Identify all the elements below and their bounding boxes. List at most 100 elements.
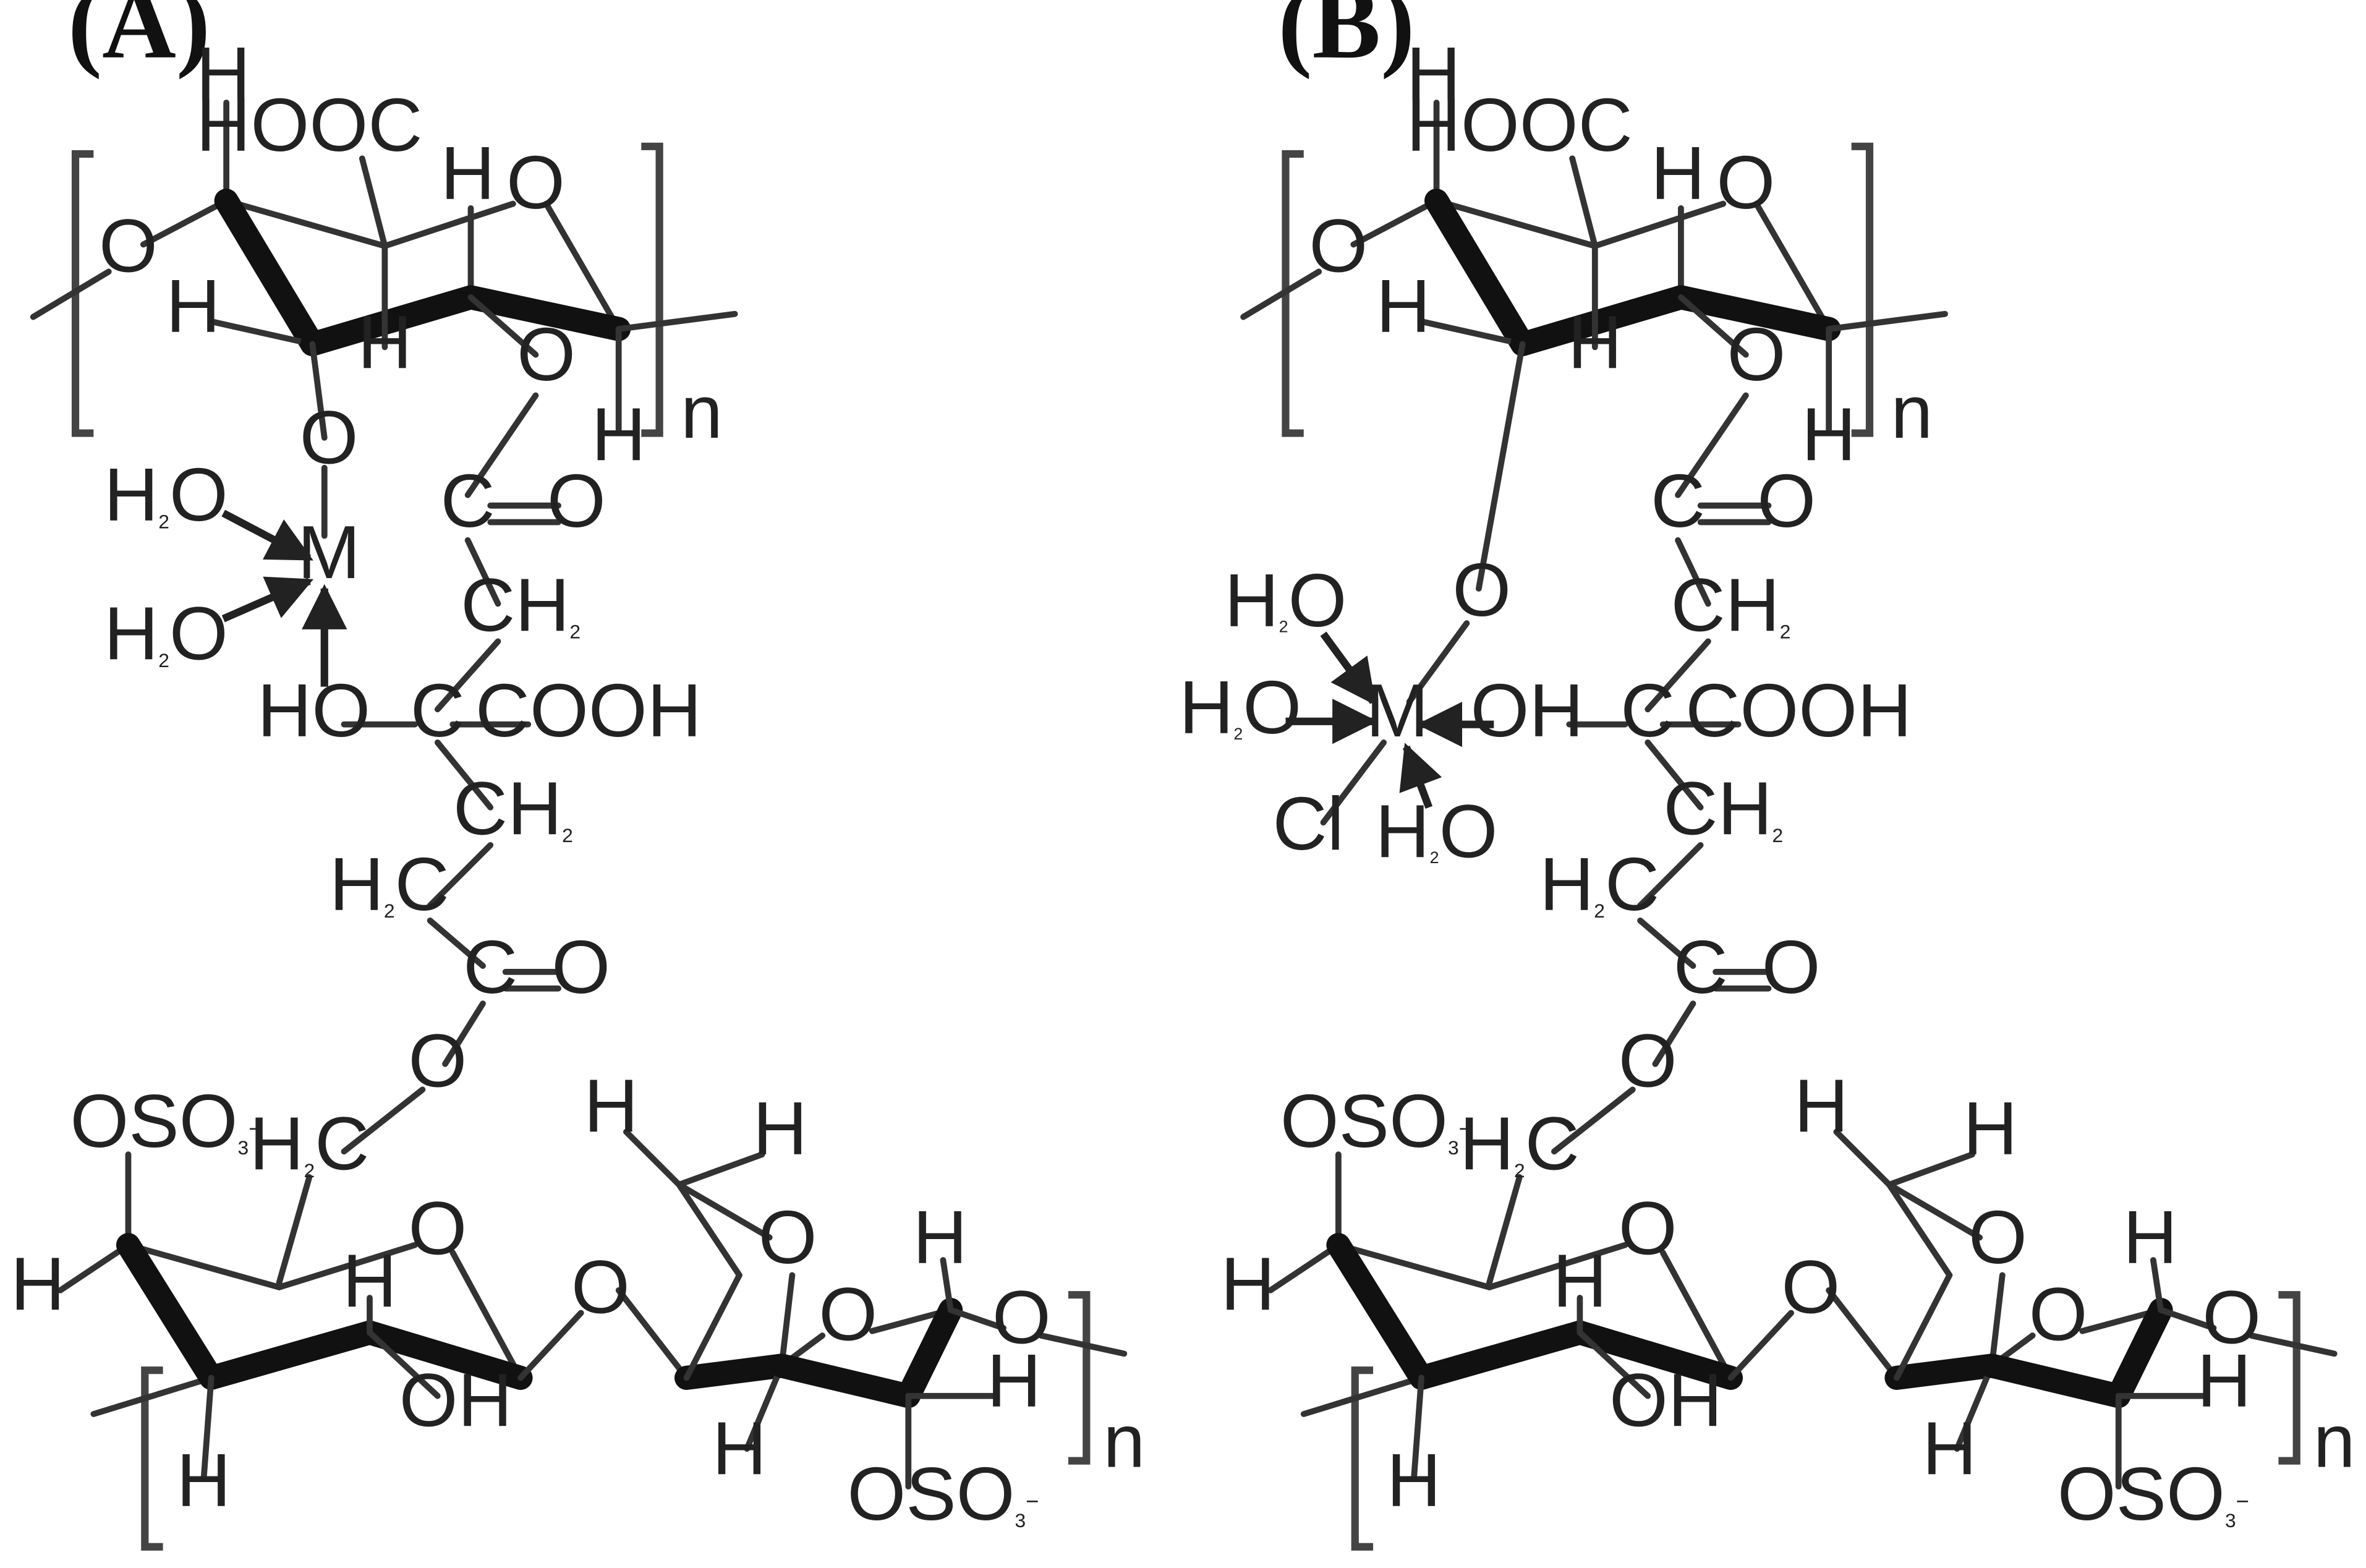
atom-c-central: C xyxy=(411,668,465,752)
atom-h: H xyxy=(753,1086,807,1170)
group-cooh: COOH xyxy=(475,668,702,752)
group-oso3: OSO3− xyxy=(70,1079,262,1163)
atom-o-bridge: O xyxy=(1968,1195,2027,1279)
atom-c: C xyxy=(1674,925,1728,1009)
coord-arrow-1 xyxy=(221,509,313,562)
bracket-right-top xyxy=(1851,142,1874,437)
bracket-right-bottom xyxy=(2278,1291,2300,1465)
atom-h: H xyxy=(343,1239,397,1323)
repeat-n: n xyxy=(681,370,723,454)
group-ch2: CH2 xyxy=(1671,563,1791,647)
bracket-right-top xyxy=(641,142,663,437)
atom-o: O xyxy=(1762,925,1821,1009)
atom-o-ring: O xyxy=(1619,1186,1677,1270)
atom-c: C xyxy=(441,459,495,543)
bottom-ring-bonds xyxy=(1267,1128,2338,1490)
atom-o-ring: O xyxy=(1716,140,1775,224)
atom-o-glycosidic: O xyxy=(1781,1245,1840,1329)
group-h2c: H2C xyxy=(1539,842,1659,926)
atom-o: O xyxy=(992,1275,1051,1359)
bottom-ring-bonds xyxy=(57,1128,1128,1490)
atom-h: H xyxy=(1922,1407,1977,1491)
atom-h: H xyxy=(584,1064,638,1148)
atom-o-glycosidic: O xyxy=(571,1245,630,1329)
atom-h: H xyxy=(1220,1242,1275,1326)
group-oh: OH xyxy=(399,1358,513,1442)
group-oh: OH xyxy=(1609,1358,1722,1442)
group-oh: OH xyxy=(1470,668,1583,752)
panel-b: (B) xyxy=(1179,0,2355,1551)
atom-c: C xyxy=(1651,459,1705,543)
atom-o: O xyxy=(2202,1275,2261,1359)
atom-o-ring: O xyxy=(408,1186,467,1270)
group-ch2: CH2 xyxy=(461,563,581,647)
atom-h: H xyxy=(712,1407,767,1491)
atom-h: H xyxy=(1406,32,1461,116)
atom-h: H xyxy=(1552,1239,1607,1323)
atom-h: H xyxy=(1651,131,1705,215)
water-ligand: H2O xyxy=(104,453,228,537)
chain-bonds xyxy=(1320,392,1772,1286)
atom-o-ring: O xyxy=(506,140,565,224)
atom-o-ring: O xyxy=(2029,1272,2088,1356)
coord-arrow-4 xyxy=(1399,743,1442,809)
bracket-left-top xyxy=(1282,150,1304,437)
atom-cl: Cl xyxy=(1272,782,1343,866)
bracket-left-top xyxy=(71,150,94,437)
atom-h: H xyxy=(913,1195,967,1279)
atom-o-ester: O xyxy=(1727,312,1786,396)
bracket-left-bottom xyxy=(141,1366,163,1551)
atom-h: H xyxy=(1963,1086,2017,1170)
water-ligand: H2O xyxy=(1376,789,1498,873)
group-ho: HO xyxy=(257,668,370,752)
panel-label: (A) xyxy=(68,0,210,80)
atom-o: O xyxy=(551,925,610,1009)
atom-c-central: C xyxy=(1620,668,1675,752)
atom-o: O xyxy=(1757,459,1816,543)
atom-h: H xyxy=(11,1242,65,1326)
atom-o: O xyxy=(547,459,606,543)
top-ring-bonds xyxy=(1240,100,1948,592)
group-cooh: COOH xyxy=(1685,668,1912,752)
atom-h: H xyxy=(592,392,646,476)
atom-o-bridge: O xyxy=(759,1195,817,1279)
repeat-n: n xyxy=(2313,1399,2355,1483)
atom-h: H xyxy=(2197,1339,2252,1423)
water-ligand: H2O xyxy=(1224,558,1347,642)
bracket-left-bottom xyxy=(1351,1366,1374,1551)
atom-metal: M xyxy=(1366,668,1429,752)
group-oso3: OSO3− xyxy=(847,1452,1039,1536)
panel-label: (B) xyxy=(1278,0,1415,80)
atom-o-link: O xyxy=(300,395,359,479)
atom-h: H xyxy=(1387,1438,1441,1522)
group-oso3: OSO3− xyxy=(2057,1452,2249,1536)
group-h2c: H2C xyxy=(249,1102,369,1186)
bracket-right-bottom xyxy=(1068,1291,1091,1465)
coord-arrow-1 xyxy=(1320,631,1376,705)
atom-hooc: HOOC xyxy=(196,83,422,167)
group-ch2: CH2 xyxy=(1663,767,1783,851)
atom-h: H xyxy=(166,264,220,348)
atom-h: H xyxy=(1802,392,1856,476)
atom-h: H xyxy=(987,1339,1041,1423)
atom-o-ester: O xyxy=(1619,1018,1677,1102)
atom-h: H xyxy=(176,1438,231,1522)
group-ch2: CH2 xyxy=(453,767,573,851)
atom-o-link: O xyxy=(1452,548,1511,632)
repeat-n: n xyxy=(1891,370,1933,454)
atom-h: H xyxy=(441,131,495,215)
group-oso3: OSO3− xyxy=(1280,1079,1472,1163)
atom-h: H xyxy=(196,32,250,116)
water-ligand: H2O xyxy=(1179,665,1301,749)
panel-a: (A) xyxy=(11,0,1145,1551)
atom-metal: M xyxy=(297,510,360,594)
group-h2c: H2C xyxy=(330,842,449,926)
atom-h: H xyxy=(1568,300,1622,385)
chain-bonds xyxy=(276,392,561,1286)
group-h2c: H2C xyxy=(1460,1102,1580,1186)
atom-o: O xyxy=(99,203,158,288)
atom-h: H xyxy=(357,300,412,385)
atom-h: H xyxy=(2123,1195,2177,1279)
atom-o-ester: O xyxy=(517,312,576,396)
